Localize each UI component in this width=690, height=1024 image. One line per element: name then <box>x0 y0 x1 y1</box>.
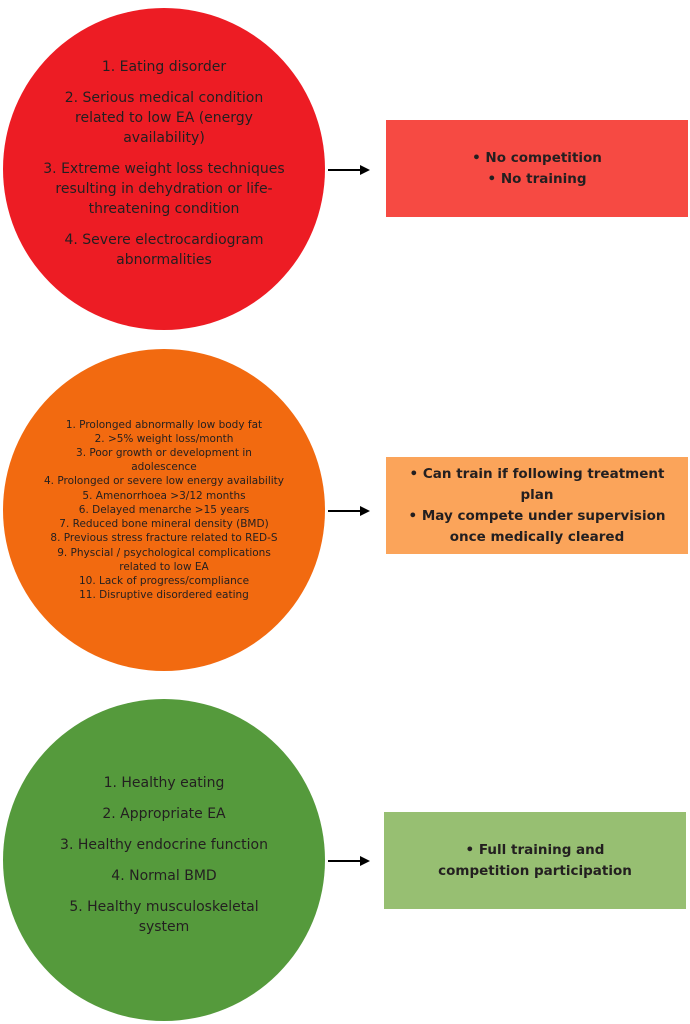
red-criterion: 1. Eating disorder <box>101 59 227 75</box>
orange-arrow <box>328 507 370 515</box>
orange-criterion: 4. Prolonged or severe low energy availa… <box>44 475 284 488</box>
orange-criterion: 9. Physcial / psychological complication… <box>57 546 271 573</box>
green-criterion: 4. Normal BMD <box>111 867 217 884</box>
green-criterion: 5. Healthy musculoskeletal system <box>69 898 259 935</box>
orange-outcome-box: • Can train if following treatment plan … <box>386 457 688 554</box>
red-outcome-box: • No competition • No training <box>386 120 688 217</box>
red-criterion: 3. Extreme weight loss techniques result… <box>43 161 285 217</box>
green-criterion: 3. Healthy endocrine function <box>60 836 268 853</box>
orange-criterion: 2. >5% weight loss/month <box>94 432 234 445</box>
red-outcome: • No competition <box>472 149 602 166</box>
orange-criterion: 10. Lack of progress/compliance <box>78 574 250 587</box>
green-arrow <box>328 857 370 865</box>
red-risk-circle: 1. Eating disorder 2. Serious medical co… <box>3 8 325 330</box>
green-criterion: 2. Appropriate EA <box>102 805 226 822</box>
green-criterion: 1. Healthy eating <box>103 774 225 791</box>
orange-criterion: 3. Poor growth or development in adolesc… <box>76 447 252 474</box>
green-outcome: • Full training and competition particip… <box>438 841 632 879</box>
orange-outcome: • May compete under supervision once med… <box>408 507 666 545</box>
green-outcome-box: • Full training and competition particip… <box>384 812 686 909</box>
orange-criterion: 6. Delayed menarche >15 years <box>78 503 250 516</box>
orange-criterion: 7. Reduced bone mineral density (BMD) <box>59 518 269 531</box>
orange-risk-circle: 1. Prolonged abnormally low body fat 2. … <box>3 349 325 671</box>
green-risk-circle: 1. Healthy eating 2. Appropriate EA 3. H… <box>3 699 325 1021</box>
orange-criterion: 5. Amenorrhoea >3/12 months <box>82 489 246 502</box>
orange-criterion: 11. Disruptive disordered eating <box>79 589 249 602</box>
orange-outcome: • Can train if following treatment plan <box>409 465 665 503</box>
orange-criterion: 8. Previous stress fracture related to R… <box>50 532 278 545</box>
orange-criterion: 1. Prolonged abnormally low body fat <box>65 418 263 431</box>
red-criterion: 2. Serious medical condition related to … <box>64 90 264 146</box>
red-arrow <box>328 166 370 174</box>
red-criterion: 4. Severe electrocardiogram abnormalitie… <box>64 232 264 268</box>
red-outcome: • No training <box>487 170 587 187</box>
